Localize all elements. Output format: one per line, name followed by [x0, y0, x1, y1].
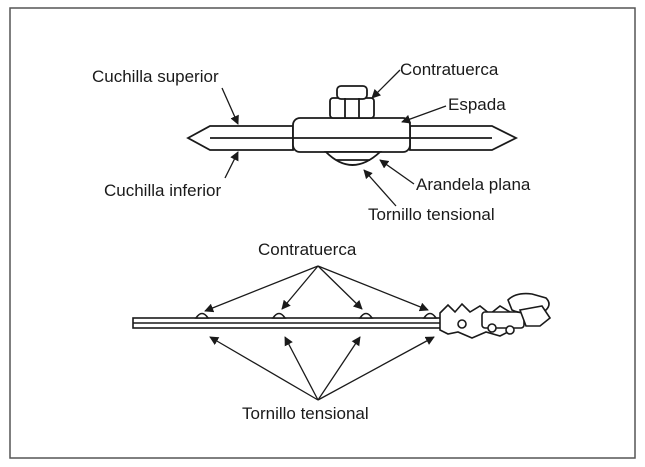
leader-tension-bolt-top — [363, 169, 397, 207]
leader-lock-nut-2 — [281, 265, 319, 310]
leader-flat-washer — [379, 159, 415, 185]
bolt-head-1 — [194, 312, 210, 319]
leader-tension-bolt-3 — [317, 336, 361, 401]
head-end-pin-3 — [505, 325, 515, 335]
label-lock-nut-top: Contratuerca — [400, 60, 499, 79]
bottom-bar-assembly — [132, 292, 552, 339]
leader-lock-nut-1 — [204, 265, 319, 313]
bottom-leaders — [204, 265, 435, 401]
label-lock-nut-bottom: Contratuerca — [258, 240, 357, 259]
figure-frame — [9, 7, 636, 459]
label-top-blade: Cuchilla superior — [92, 67, 219, 86]
label-flat-washer: Arandela plana — [416, 175, 531, 194]
label-tension-bolt-top: Tornillo tensional — [368, 205, 495, 224]
leader-bottom-blade — [224, 151, 239, 179]
leader-tension-bolt-4 — [317, 336, 435, 401]
leader-top-blade — [221, 87, 239, 125]
bolt-head-2 — [271, 312, 287, 319]
head-end-pin-2 — [487, 323, 497, 333]
bolt-head-3 — [358, 312, 374, 319]
head-end-pin-1 — [457, 319, 467, 329]
flat-washer-part — [323, 151, 383, 166]
leader-sword — [401, 105, 447, 124]
leader-lock-nut-4 — [317, 265, 429, 312]
head-end-clamp-2 — [518, 305, 552, 327]
label-tension-bolt-bottom: Tornillo tensional — [242, 404, 369, 423]
label-sword: Espada — [448, 95, 506, 114]
top-knife-assembly — [186, 85, 519, 166]
leader-lock-nut-top — [371, 69, 401, 99]
leader-lock-nut-3 — [317, 265, 363, 310]
lock-nut-top-cap — [336, 85, 368, 100]
leader-tension-bolt-2 — [284, 336, 319, 401]
bolt-head-4 — [422, 312, 438, 319]
top-leaders — [221, 69, 447, 207]
label-bottom-blade: Cuchilla inferior — [104, 181, 221, 200]
leader-tension-bolt-1 — [209, 336, 319, 401]
sword-bar — [292, 117, 411, 153]
lock-nut-top-part — [329, 97, 375, 119]
